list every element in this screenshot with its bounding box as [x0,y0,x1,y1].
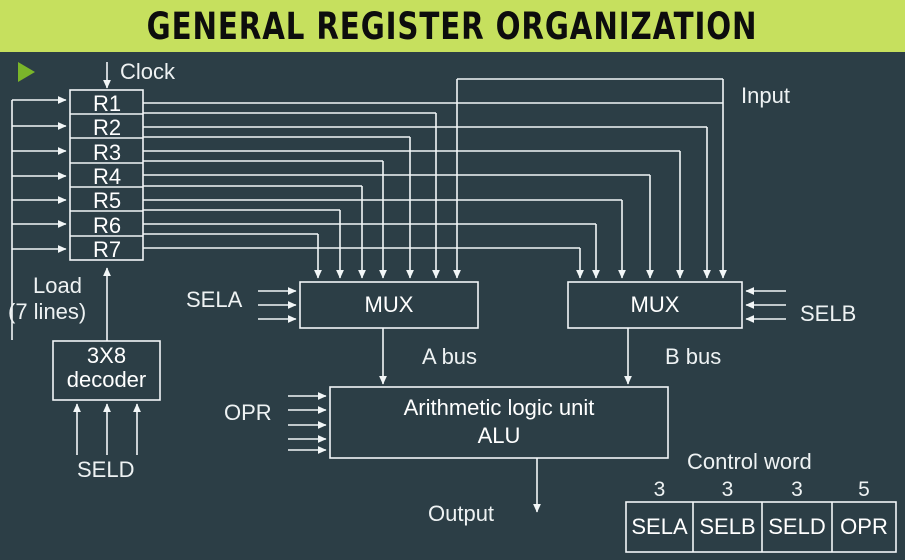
control-word-field-sela: SELA [631,514,688,539]
control-word-field-selb: SELB [699,514,756,539]
alu-label-line1: Arithmetic logic unit [403,395,595,420]
alu-box [329,386,669,459]
play-triangle-icon [18,62,35,82]
input-label: Input [741,83,790,108]
mux-a-label: MUX [364,292,414,317]
control-word-width-selb: 3 [721,478,734,501]
clock-label: Clock [120,59,176,84]
load-label-line1: Load [33,273,82,298]
control-word-width-seld: 3 [791,478,803,501]
control-word-field-seld: SELD [768,514,826,539]
control-word-table [625,501,897,553]
register-r2-label: R2 [92,115,122,140]
alu-label-line2: ALU [477,423,521,448]
control-word-width-sela: 3 [653,478,666,501]
selb-label: SELB [800,301,857,326]
decoder-label-line2: decoder [66,367,147,392]
b-bus-label: B bus [665,344,722,369]
register-r1-label: R1 [92,91,122,116]
control-word-title: Control word [687,449,812,474]
a-bus-label: A bus [422,344,478,369]
opr-label: OPR [224,400,272,425]
output-label: Output [428,501,495,526]
register-r6-label: R6 [92,213,122,238]
load-label-line2: (7 lines) [8,299,87,324]
register-r7-label: R7 [92,237,122,262]
mux-b-label: MUX [630,292,680,317]
page-title: GENERAL REGISTER ORGANIZATION [147,4,758,48]
title-banner: GENERAL REGISTER ORGANIZATION [0,0,905,52]
decoder-label-line1: 3X8 [86,343,127,368]
register-r4-label: R4 [92,164,122,189]
control-word-width-opr: 5 [858,478,870,501]
control-word-field-opr: OPR [840,514,888,539]
sela-label: SELA [186,287,243,312]
mux-b-box [567,281,743,329]
register-r3-label: R3 [92,140,122,165]
seld-label: SELD [77,457,135,482]
register-r5-label: R5 [92,188,122,213]
mux-a-box [299,281,479,329]
